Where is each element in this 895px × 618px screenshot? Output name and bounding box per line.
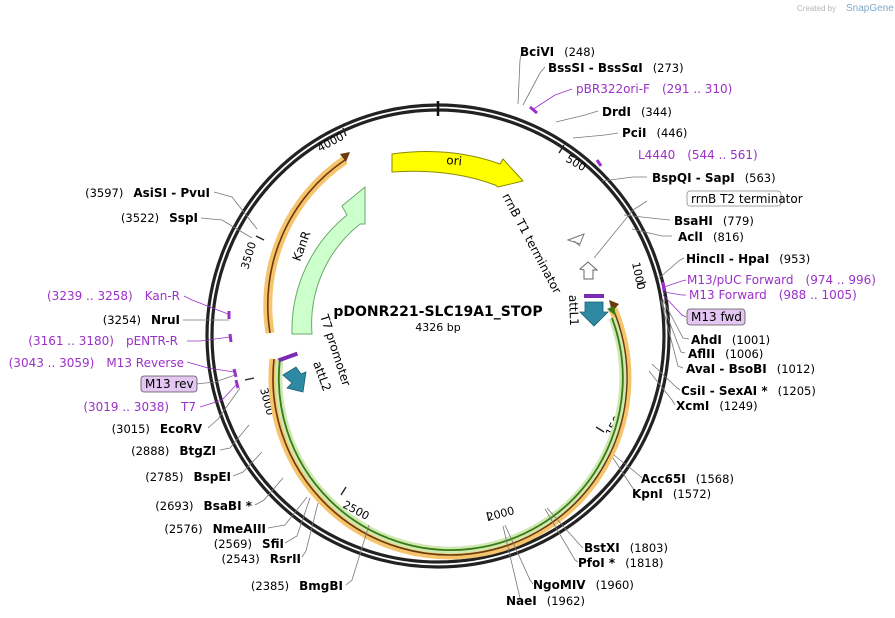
enzyme-naei: NaeI(1962) <box>506 594 585 608</box>
rrnb-t2-box[interactable] <box>686 190 782 207</box>
enzyme-avai: AvaI - BsoBI(1012) <box>686 362 815 376</box>
orange-band-left-line <box>267 159 346 334</box>
enzyme-kpni: KpnI(1572) <box>632 487 711 501</box>
ori-label: ori <box>446 153 463 168</box>
rrnb-t1-glyph <box>566 233 585 247</box>
leaders-right <box>502 50 690 601</box>
tick-label-4000: 4000 <box>315 130 346 155</box>
primer-pbr322ori-f: pBR322ori-F(291 .. 310) <box>576 82 732 96</box>
green-band-arrow <box>607 306 616 316</box>
backbone-inner <box>210 108 666 564</box>
rrnb-t2-label: rrnB T2 terminator <box>691 192 803 206</box>
snapgene-logo: SnapGene <box>846 3 894 14</box>
orange-band-right-line <box>272 308 628 556</box>
enzyme-sspi: (3522)SspI <box>121 211 198 225</box>
m13-fwd-box-label: M13 fwd <box>691 310 742 324</box>
enzyme-bspqi: BspQI - SapI(563) <box>652 171 776 185</box>
enzyme-ecorv: (3015)EcoRV <box>112 422 203 436</box>
primer-pentr-r: (3161 .. 3180)pENTR-R <box>28 334 178 348</box>
enzyme-bsahi: BsaHI(779) <box>674 214 754 228</box>
enzyme-acli: AclI(816) <box>678 230 744 244</box>
tick-label-3500: 3500 <box>238 240 259 271</box>
enzyme-rsrii: (2543)RsrII <box>222 552 301 566</box>
tick-marks <box>244 127 647 522</box>
enzyme-ahdi: AhdI(1001) <box>691 333 770 347</box>
enzyme-btgzi: (2888)BtgZI <box>131 444 216 458</box>
enzyme-bspei: (2785)BspEI <box>145 470 231 484</box>
backbone-outer <box>205 103 671 569</box>
enzyme-nrui: (3254)NruI <box>103 313 180 327</box>
m13-rev-box-label: M13 rev <box>145 377 194 391</box>
enzyme-nmeaiii: (2576)NmeAIII <box>164 522 266 536</box>
orange-band-left-arrow <box>340 152 350 162</box>
created-by-text: Created by <box>797 4 836 13</box>
attl1-label: attL1 <box>566 295 581 327</box>
leaders-left <box>183 191 370 586</box>
m13rev-primer-mark <box>232 368 238 378</box>
tick-label-2000: 2000 <box>485 504 515 524</box>
primer-m13-puc-forward: M13/pUC Forward(974 .. 996) <box>687 273 876 287</box>
plasmid-size: 4326 bp <box>415 321 460 334</box>
enzyme-aflii: AflII(1006) <box>688 347 763 361</box>
enzyme-asisi: (3597)AsiSI - PvuI <box>85 186 210 200</box>
m13-puc-primer-mark <box>661 281 666 292</box>
ori-feature[interactable] <box>391 151 524 188</box>
enzyme-bcivi: BciVI(248) <box>520 45 595 59</box>
enzyme-bsabi: (2693)BsaBI * <box>155 499 252 513</box>
tick-label-1000: 1000 <box>629 261 648 291</box>
enzyme-xcmi: XcmI(1249) <box>676 399 758 413</box>
enzyme-pcii: PciI(446) <box>622 126 687 140</box>
enzyme-drdi: DrdI(344) <box>602 105 672 119</box>
m13-fwd-box[interactable] <box>686 308 746 326</box>
enzyme-bsssi: BssSI - BssSαI(273) <box>548 61 684 75</box>
primer-m13-reverse: (3043 .. 3059)M13 Reverse <box>9 356 184 370</box>
enzyme-sfii: (2569)SfiI <box>214 537 284 551</box>
enzyme-ngomiv: NgoMIV(1960) <box>533 578 634 592</box>
attl2-arrow[interactable] <box>282 366 307 393</box>
green-band <box>277 317 624 551</box>
attl2-label: attL2 <box>310 359 334 393</box>
pentr-primer-mark <box>228 333 233 343</box>
enzyme-bstxi: BstXI(1803) <box>584 541 668 555</box>
rrnb-t1-label: rrnB T1 terminator <box>499 191 564 296</box>
rrnb-t2-glyph <box>578 261 599 280</box>
enzyme-hincii: HincII - HpaI(953) <box>686 252 810 266</box>
enzyme-csii: CsiI - SexAI *(1205) <box>681 384 816 398</box>
kanr-feature[interactable] <box>291 185 366 335</box>
m13-rev-box[interactable] <box>140 375 198 393</box>
enzyme-acc65i: Acc65I(1568) <box>641 472 734 486</box>
attl1-arrow[interactable] <box>579 301 609 327</box>
plasmid-name: pDONR221-SLC19A1_STOP <box>333 304 542 320</box>
attl1-primer-mark <box>584 294 604 298</box>
primer-l4440: L4440(544 .. 561) <box>638 148 758 162</box>
l4440-primer-mark <box>595 159 603 167</box>
kanr-label: KanR <box>290 229 314 263</box>
primer-t7: (3019 .. 3038)T7 <box>83 400 196 414</box>
primer-m13-forward: M13 Forward(988 .. 1005) <box>689 288 857 302</box>
enzyme-bmgbi: (2385)BmgBI <box>251 579 343 593</box>
pbr322-primer-mark <box>529 105 538 115</box>
enzyme-pfoi: PfoI *(1818) <box>578 556 663 570</box>
primer-kan-r: (3239 .. 3258)Kan-R <box>47 289 180 303</box>
attl2-primer-mark <box>277 351 299 363</box>
